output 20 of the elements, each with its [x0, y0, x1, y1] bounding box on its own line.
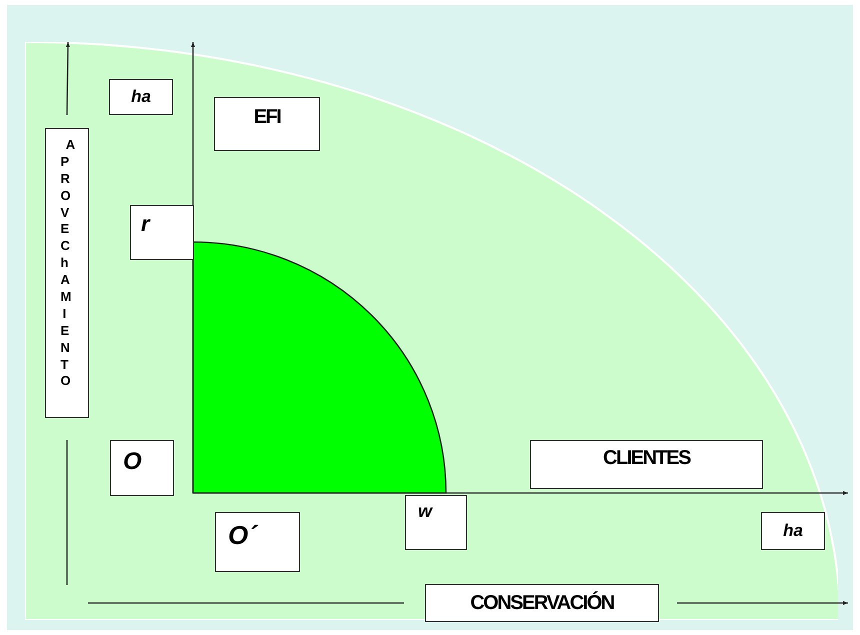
- box-label: O´: [228, 521, 257, 550]
- label-box: [214, 97, 320, 151]
- box-label: O: [123, 449, 142, 476]
- box-label: CLIENTES: [603, 447, 690, 469]
- label-box: [110, 440, 174, 496]
- box-label: EFI: [254, 106, 280, 128]
- box-label: w: [418, 502, 432, 522]
- label-box: [530, 440, 763, 489]
- label-box: [405, 495, 467, 550]
- label-box: [215, 512, 300, 572]
- vertical-label: APROVEChAMIENTO: [60, 137, 74, 390]
- label-box: [425, 584, 659, 622]
- label-box: [45, 128, 89, 418]
- box-label: ha: [131, 88, 151, 106]
- label-box: [130, 205, 194, 260]
- box-label: CONSERVACIÓN: [470, 592, 614, 614]
- label-box: [761, 512, 825, 550]
- label-box: [109, 79, 173, 115]
- box-label: r: [141, 212, 150, 236]
- box-label: ha: [783, 522, 803, 540]
